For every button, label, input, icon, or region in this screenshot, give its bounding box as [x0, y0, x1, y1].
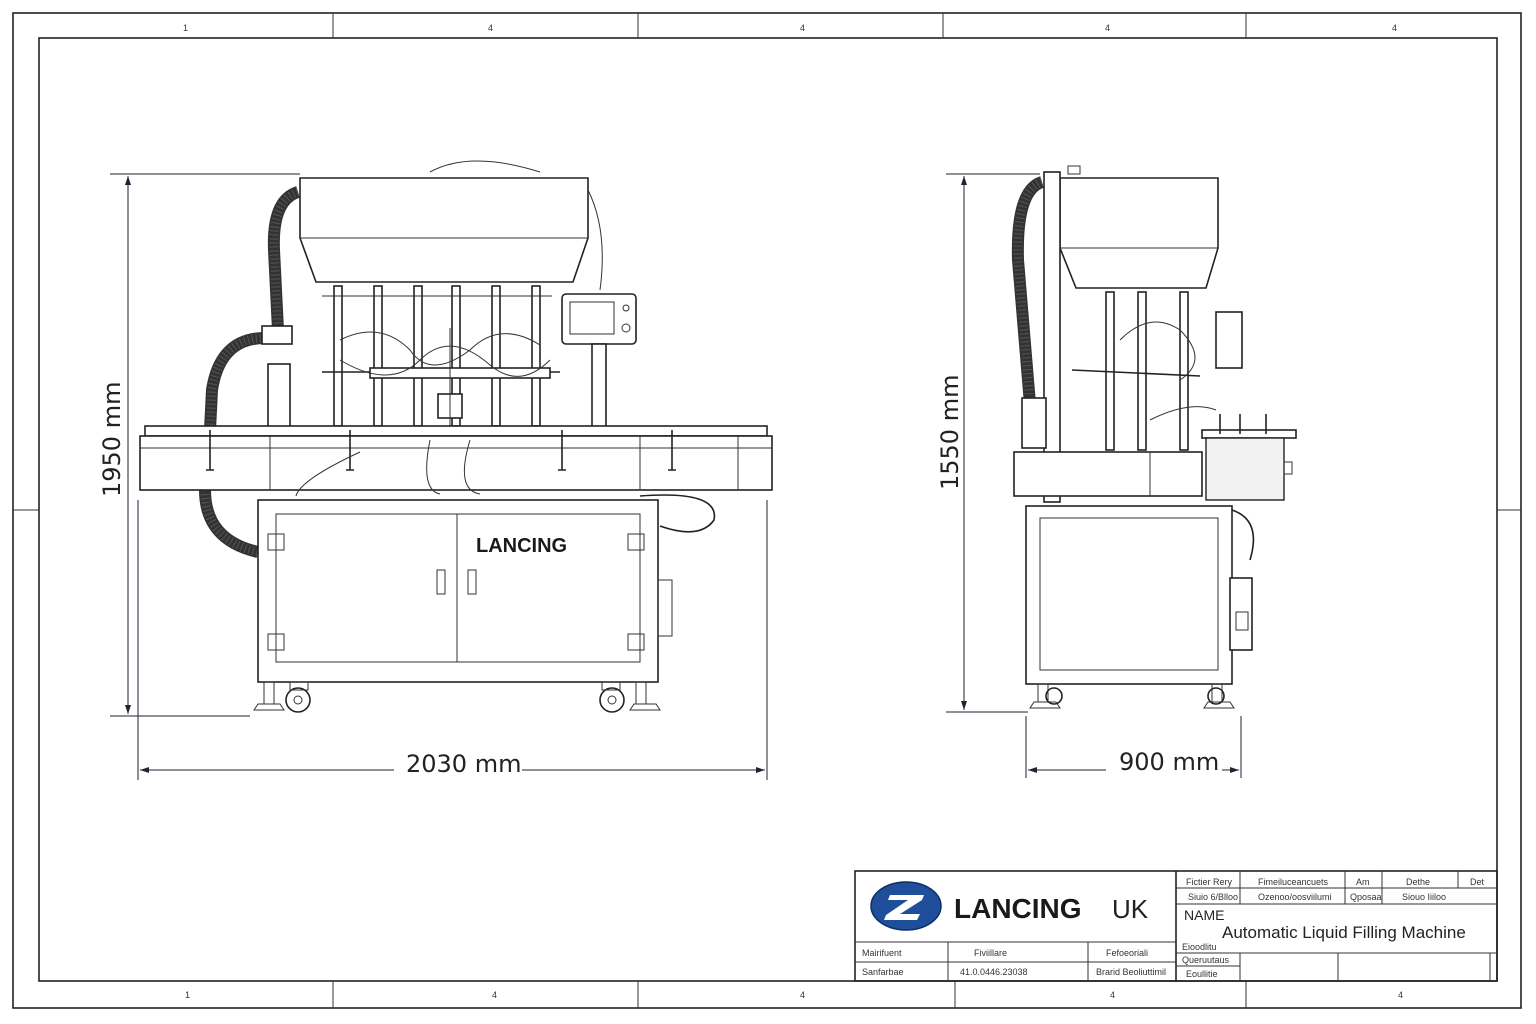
zone-number: 4	[800, 990, 805, 1000]
small-label: Eioodlitu	[1182, 942, 1217, 952]
zone-number: 4	[1105, 23, 1110, 33]
sheet-border	[12, 12, 1522, 1009]
header-cell: Siouo Iiiloo	[1402, 892, 1446, 902]
header-cell: Dethe	[1406, 877, 1430, 887]
header-cell: Ozenoo/oosviilumi	[1258, 892, 1332, 902]
side-height-dimension: 1550 mm	[936, 375, 964, 490]
lancing-logo-icon	[870, 881, 942, 931]
zone-number: 4	[1110, 990, 1115, 1000]
small-label: Eoullitie	[1186, 969, 1218, 979]
front-width-dimension: 2030 mm	[406, 750, 521, 778]
header-cell: Det	[1470, 877, 1485, 887]
zone-number: 4	[1392, 23, 1397, 33]
header-cell: Am	[1356, 877, 1370, 887]
zone-number: 4	[1398, 990, 1403, 1000]
front-height-dimension: 1950 mm	[98, 382, 126, 497]
casters	[253, 681, 661, 713]
zone-number: 1	[183, 23, 188, 33]
zone-numbers-bottom: 1 4 4 4 4	[185, 990, 1403, 1000]
left-cell: Fiviillare	[974, 948, 1007, 958]
title-block	[854, 870, 1498, 982]
side-dimensions	[946, 173, 1242, 778]
zone-numbers-top: 1 4 4 4 4	[183, 23, 1397, 33]
header-cell: Siuio 6/Blloo	[1188, 892, 1238, 902]
small-label: Queruutaus	[1182, 955, 1230, 965]
drawing-name: Automatic Liquid Filling Machine	[1222, 923, 1466, 942]
cabinet-logo: LANCING	[476, 535, 567, 557]
left-cell: 41.0.0446.23038	[960, 967, 1028, 977]
front-view: LANCING 1950 mm	[98, 160, 773, 780]
zone-number: 4	[488, 23, 493, 33]
header-cell: Qposaa	[1350, 892, 1382, 902]
conveyor	[139, 425, 773, 491]
front-dimensions	[110, 173, 768, 780]
left-cell: Mairifuent	[862, 948, 902, 958]
hopper	[299, 177, 589, 283]
left-cell: Brarid Beoliuttimil	[1096, 967, 1166, 977]
zone-number: 4	[492, 990, 497, 1000]
side-width-dimension: 900 mm	[1119, 748, 1219, 776]
zone-number: 1	[185, 990, 190, 1000]
left-cell: Fefoeoriali	[1106, 948, 1148, 958]
filling-nozzles	[322, 285, 560, 428]
header-cell: Fimeiluceancuets	[1258, 877, 1329, 887]
left-cell: Sanfarbae	[862, 967, 904, 977]
cabinet	[257, 499, 673, 683]
company-name: LANCING	[954, 893, 1082, 924]
side-view: 1550 mm 900 mm	[936, 165, 1297, 778]
company-suffix: UK	[1112, 894, 1149, 924]
name-label: NAME	[1184, 907, 1224, 923]
zone-number: 4	[800, 23, 805, 33]
header-cell: Fictier Rery	[1186, 877, 1233, 887]
